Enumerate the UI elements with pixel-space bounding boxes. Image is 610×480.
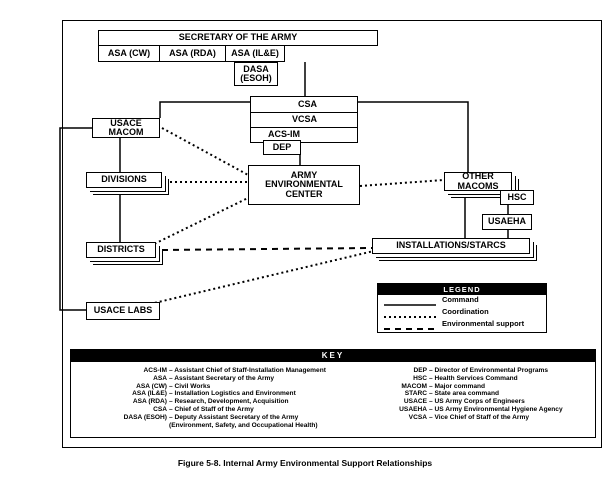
army-environmental-center-box: ARMY ENVIRONMENTAL CENTER [248, 165, 360, 205]
key-definition: – Chief of Staff of the Army [169, 405, 254, 413]
command-line-usace-labs [59, 127, 92, 311]
asa-cw-box: ASA (CW) [98, 45, 160, 62]
key-definition: – Assistant Chief of Staff-Installation … [169, 367, 326, 374]
acs-im-box: ACS-IM [250, 127, 358, 143]
key-abbreviation: MACOM [401, 382, 427, 390]
key-abbreviation: USAEHA [399, 405, 427, 413]
key-definition: – Research, Development, Acquisition [169, 398, 289, 406]
coordination-line-usace-aec [161, 127, 251, 177]
key-abbreviation: CSA [153, 405, 167, 413]
legend-row-coordination: Coordination [384, 307, 489, 321]
aec-line1: ARMY [290, 169, 318, 180]
key-definition: – Director of Environmental Programs [429, 367, 549, 374]
key-abbreviation: VCSA [408, 413, 427, 421]
key-entry: STARC– State area command [359, 390, 563, 398]
key-abbreviation: ASA [153, 374, 167, 382]
diagram-frame [62, 20, 602, 448]
command-line-csa-usace [159, 101, 250, 118]
key-abbreviation: DEP [413, 367, 427, 374]
key-entry: DEP– Director of Environmental Programs [359, 367, 563, 375]
key-abbreviation: DASA (ESOH) [123, 413, 167, 421]
key-abbreviation: STARC [404, 390, 427, 398]
legend-coordination-label: Coordination [442, 307, 489, 316]
key-abbreviation: ASA (IL&E) [132, 390, 167, 398]
other-macoms-box: OTHER MACOMS [444, 171, 512, 191]
legend-title: LEGEND [378, 284, 546, 295]
key-abbreviation: ACS-IM [143, 367, 167, 374]
asa-ile-box: ASA (IL&E) [225, 45, 285, 62]
key-entry: HSC– Health Services Command [359, 375, 563, 383]
aec-line2: ENVIRONMENTAL [265, 179, 343, 190]
aec-line3: CENTER [285, 188, 323, 199]
legend-dashed-line-icon [384, 328, 436, 330]
dasa-esoh-label: (ESOH) [240, 73, 272, 83]
key-definition: – US Army Environmental Hygiene Agency [429, 405, 563, 413]
key-entry: ACS-IM– Assistant Chief of Staff-Install… [73, 367, 326, 375]
key-entry: USAEHA– US Army Environmental Hygiene Ag… [359, 405, 563, 414]
key-definition: – Major command [429, 382, 486, 390]
key-definition: – Health Services Command [429, 374, 518, 382]
key-entry: USACE– US Army Corps of Engineers [359, 398, 563, 406]
installations-starcs-box: INSTALLATIONS/STARCS [372, 238, 530, 254]
dasa-label: DASA [243, 63, 269, 74]
key-definition: – Deputy Assistant Secretary of the Army [169, 413, 299, 421]
legend-environmental-support-label: Environmental support [442, 319, 525, 328]
vcsa-box: VCSA [250, 112, 358, 128]
key-entry: VCSA– Vice Chief of Staff of the Army [359, 414, 563, 422]
command-line-csa-other [358, 101, 469, 172]
coordination-line-districts-aec [149, 195, 253, 247]
legend-dotted-line-icon [384, 316, 436, 318]
key-definition: – Assistant Secretary of the Army [169, 374, 275, 382]
key-left-column: ACS-IM– Assistant Chief of Staff-Install… [73, 367, 326, 429]
legend-box: LEGEND Command Coordination Environmenta… [377, 283, 547, 333]
other-label: OTHER [462, 171, 494, 182]
key-definition: – US Army Corps of Engineers [429, 398, 525, 406]
dasa-esoh-box: DASA (ESOH) [234, 62, 278, 86]
key-entry: ASA (RDA)– Research, Development, Acquis… [73, 398, 326, 406]
dep-box: DEP [263, 140, 301, 155]
legend-solid-line-icon [384, 304, 436, 306]
key-definition: – Civil Works [169, 382, 211, 390]
csa-box: CSA [250, 96, 358, 113]
key-abbreviation: ASA (CW) [136, 382, 167, 390]
usace-macom-box: USACE MACOM [92, 118, 160, 138]
key-definition: – State area command [429, 390, 499, 398]
key-entry: ASA (CW)– Civil Works [73, 383, 326, 391]
legend-command-label: Command [442, 295, 479, 304]
key-title: KEY [71, 350, 595, 362]
districts-box: DISTRICTS [86, 242, 156, 258]
asa-rda-box: ASA (RDA) [159, 45, 226, 62]
key-entry: (Environment, Safety, and Occupational H… [73, 422, 326, 430]
key-definition: (Environment, Safety, and Occupational H… [169, 421, 318, 429]
usace-label: USACE [110, 117, 142, 128]
hsc-box: HSC [500, 190, 534, 205]
key-abbreviation: ASA (RDA) [132, 398, 167, 406]
key-entry: DASA (ESOH)– Deputy Assistant Secretary … [73, 414, 326, 422]
macom-label: MACOM [108, 127, 144, 137]
key-entry: ASA– Assistant Secretary of the Army [73, 375, 326, 383]
key-definition: – Vice Chief of Staff of the Army [429, 413, 530, 421]
key-entry: ASA (IL&E)– Installation Logistics and E… [73, 390, 326, 398]
divisions-box: DIVISIONS [86, 172, 162, 188]
secretary-of-the-army-box: SECRETARY OF THE ARMY [98, 30, 378, 46]
key-abbreviation: HSC [413, 374, 427, 382]
usace-labs-box: USACE LABS [86, 302, 160, 320]
key-definition: – Installation Logistics and Environment [169, 390, 296, 398]
key-abbreviation [73, 422, 169, 430]
key-box: KEY ACS-IM– Assistant Chief of Staff-Ins… [70, 349, 596, 438]
legend-row-command: Command [384, 295, 479, 309]
figure-caption: Figure 5-8. Internal Army Environmental … [177, 458, 433, 468]
key-entry: MACOM– Major command [359, 383, 563, 391]
usaeha-box: USAEHA [482, 214, 532, 230]
macoms-label: MACOMS [457, 180, 499, 191]
key-entry: CSA– Chief of Staff of the Army [73, 406, 326, 414]
coordination-line-aec-other [359, 179, 445, 187]
env-support-line-districts-installations [161, 247, 373, 251]
coordination-line-labs-installations [149, 249, 379, 305]
key-abbreviation: USACE [403, 398, 427, 406]
legend-row-environmental-support: Environmental support [384, 319, 524, 333]
